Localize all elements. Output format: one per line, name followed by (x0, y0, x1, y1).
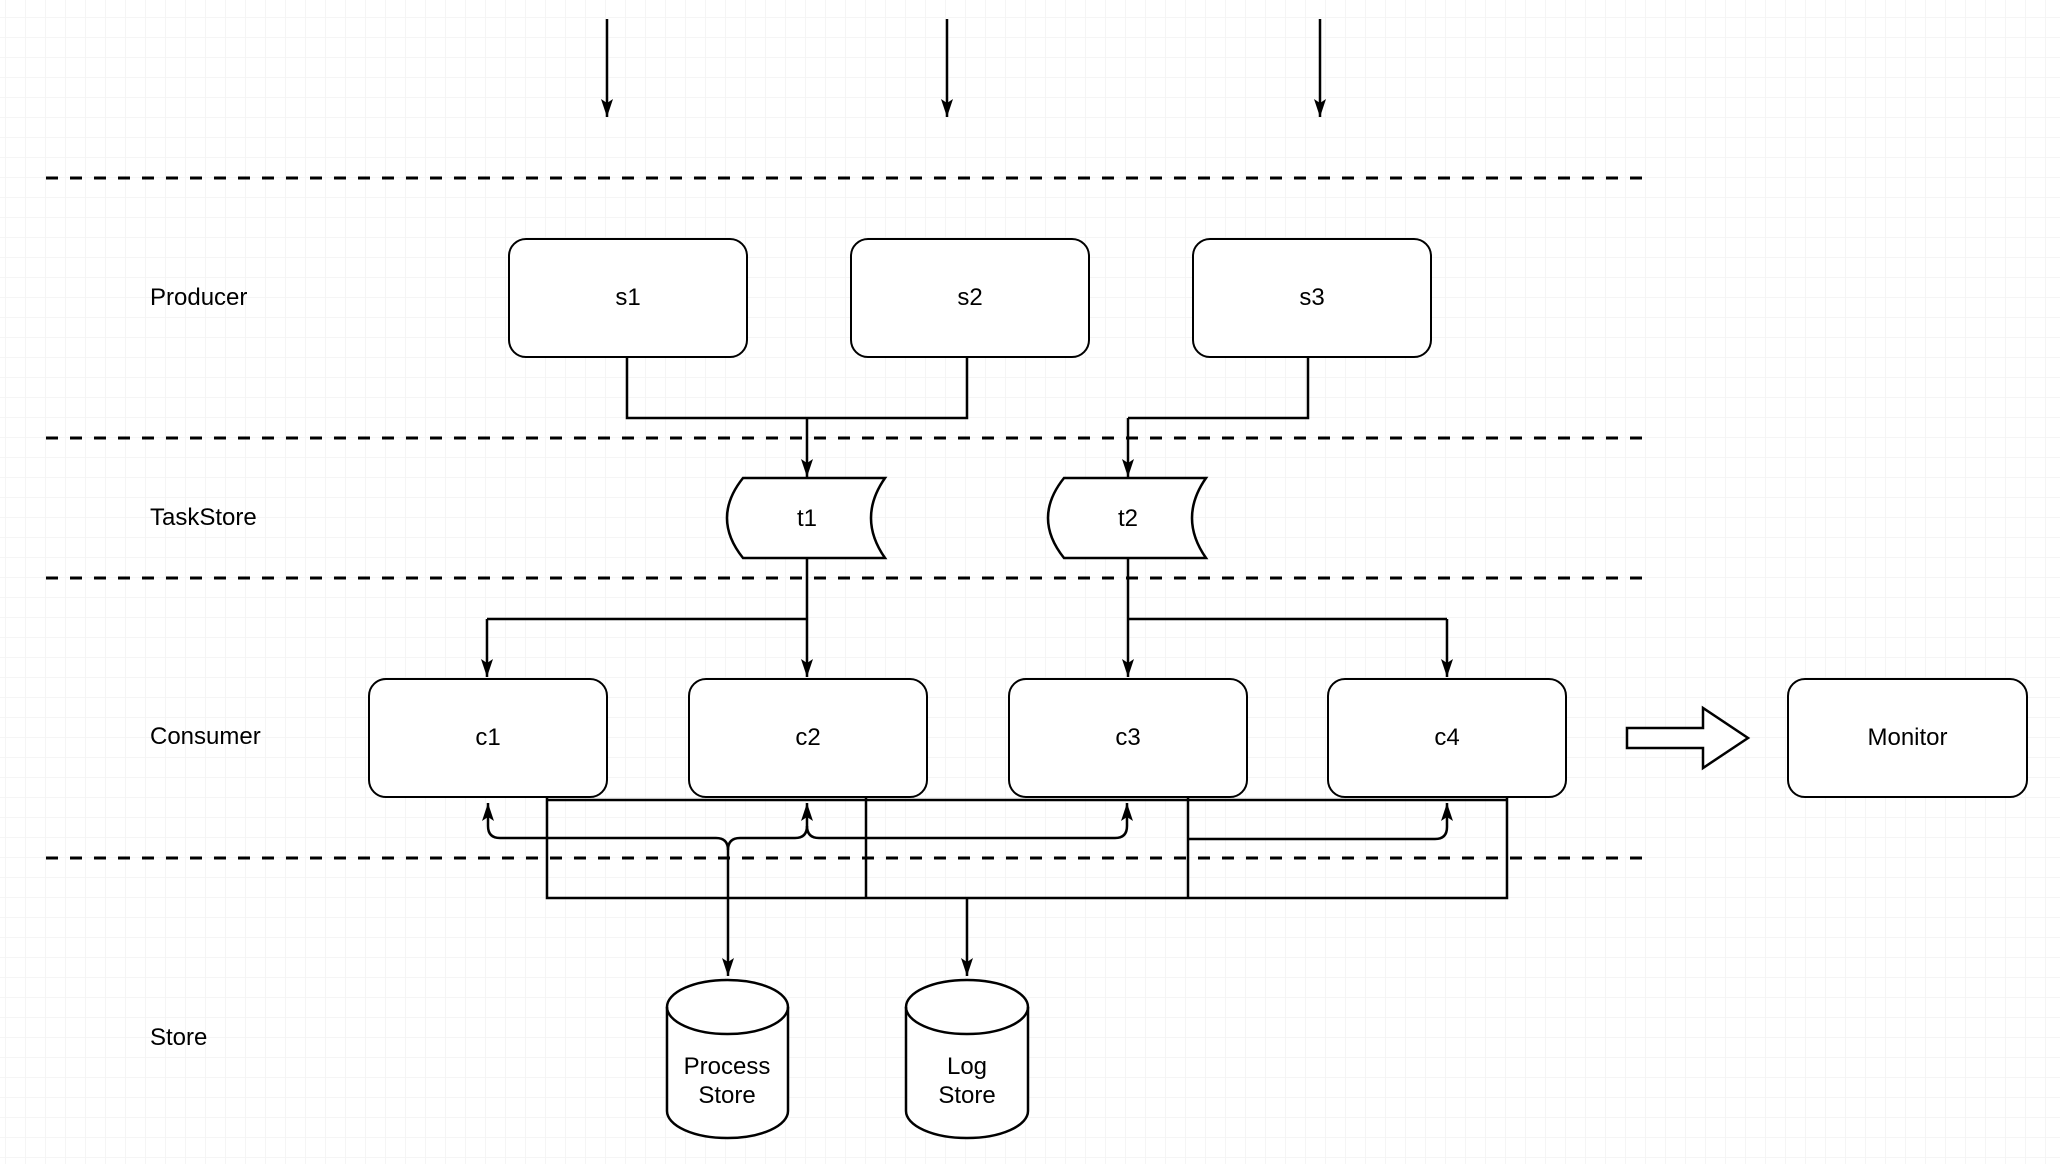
monitor-node[interactable]: Monitor (1787, 678, 2028, 798)
edge-log-collector[interactable] (545, 798, 1509, 900)
lane-label-taskstore[interactable]: TaskStore (150, 504, 257, 531)
store-cylinder-log[interactable] (904, 978, 1030, 1140)
consumer-node-c1[interactable]: c1 (368, 678, 608, 798)
store-cylinder-log-rim (904, 1006, 1030, 1036)
edge-s3-bend[interactable] (1128, 358, 1310, 420)
store-label-log: Log Store (897, 1052, 1037, 1110)
consumer-node-c2[interactable]: c2 (688, 678, 928, 798)
producer-node-s3[interactable]: s3 (1192, 238, 1432, 358)
edge-process-line-c3[interactable] (805, 803, 1133, 840)
store-label-log-line2: Store (938, 1082, 996, 1109)
producer-node-s1[interactable]: s1 (508, 238, 748, 358)
store-label-log-line1: Log (946, 1053, 988, 1080)
store-label-process-line1: Process (683, 1053, 771, 1080)
store-label-process: Process Store (657, 1052, 797, 1110)
taskstore-label-t1: t1 (796, 505, 817, 532)
edge-c2-process-store[interactable] (726, 803, 813, 851)
lane-label-store[interactable]: Store (150, 1024, 208, 1051)
lane-label-producer[interactable]: Producer (150, 284, 248, 311)
store-cylinder-process-rim (665, 1006, 790, 1036)
edge-c1-process-store[interactable] (482, 803, 734, 976)
block-arrow-to-monitor[interactable] (1625, 705, 1751, 771)
taskstore-label-t2: t2 (1117, 505, 1138, 532)
taskstore-node-t1[interactable] (725, 476, 888, 560)
consumer-node-c4[interactable]: c4 (1327, 678, 1567, 798)
consumer-node-c3[interactable]: c3 (1008, 678, 1248, 798)
edge-s1-s2-merge[interactable] (625, 358, 969, 420)
lane-label-consumer[interactable]: Consumer (150, 723, 261, 750)
store-label-process-line2: Store (698, 1082, 756, 1109)
producer-node-s2[interactable]: s2 (850, 238, 1090, 358)
edge-process-line-c4[interactable] (1188, 803, 1453, 841)
store-cylinder-process[interactable] (665, 978, 790, 1140)
taskstore-node-t2[interactable] (1046, 476, 1209, 560)
